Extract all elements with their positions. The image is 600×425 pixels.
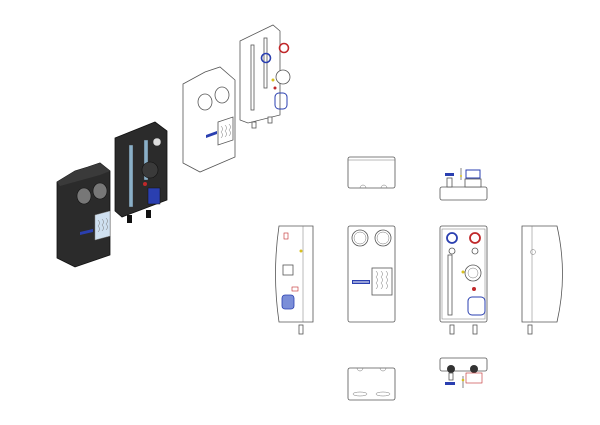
bottom-view-cover <box>347 367 396 401</box>
left-side-view <box>275 225 314 335</box>
isometric-white-backplate <box>239 24 291 129</box>
isometric-dark-backplate <box>114 121 168 223</box>
top-view-cover <box>347 156 396 189</box>
isometric-dark-cover <box>56 162 111 268</box>
top-view-assembly <box>439 168 488 201</box>
isometric-white-cover <box>182 66 236 173</box>
front-view-cover <box>347 225 396 323</box>
right-side-view <box>521 225 563 335</box>
bottom-view-assembly <box>439 357 488 388</box>
front-view-assembly <box>439 225 488 335</box>
